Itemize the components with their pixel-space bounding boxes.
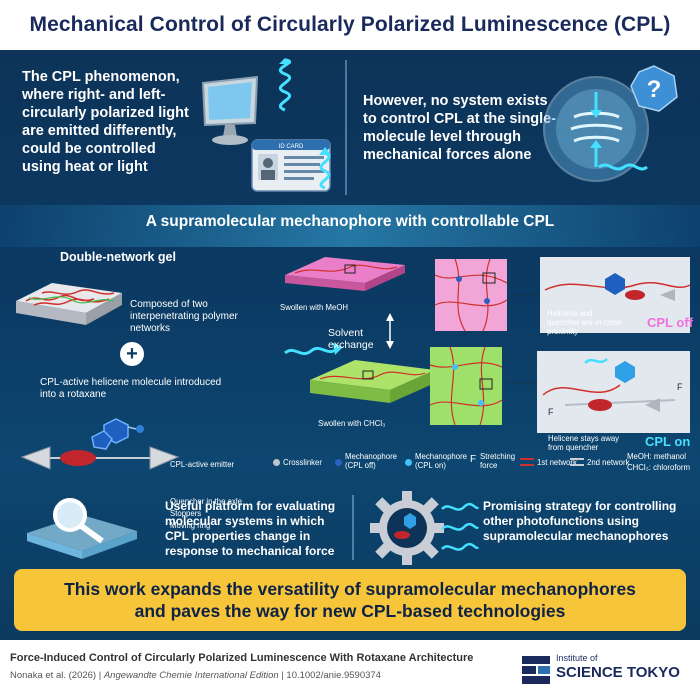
top-right-section: However, no system exists to control CPL… — [349, 50, 700, 200]
id-card-label: ID CARD — [279, 144, 304, 150]
question-mark: ? — [647, 76, 662, 103]
monitor-icon — [201, 75, 259, 145]
institute-logo: Institute of SCIENCE TOKYO — [520, 652, 690, 690]
helix-light-icon — [319, 147, 331, 190]
gel-heading: Double-network gel — [60, 250, 176, 264]
bottom-row: Useful platform for evaluating molecular… — [0, 487, 700, 567]
top-left-section: The CPL phenomenon, where right- and lef… — [0, 50, 345, 200]
force-letter: F — [677, 382, 683, 392]
separator: | — [281, 670, 287, 681]
platform-text: Useful platform for evaluating molecular… — [165, 499, 336, 558]
legend-mechanophore-off: Mechanophore (CPL off) — [345, 452, 398, 470]
legend: Crosslinker Mechanophore (CPL off) Mecha… — [265, 450, 695, 480]
rotaxane-diagram — [20, 418, 180, 470]
cpl-phenomenon-text: The CPL phenomenon, where right- and lef… — [22, 69, 189, 175]
legend-mechanophore-on: Mechanophore (CPL on) — [415, 452, 468, 470]
logo-mark-icon — [522, 656, 550, 684]
helix-light-icon — [441, 502, 480, 551]
question-badge-icon: ? — [630, 65, 678, 112]
rotaxane-text: CPL-active helicene molecule introduced … — [40, 377, 222, 400]
separator: | — [98, 670, 104, 681]
helix-light-icon — [278, 58, 292, 112]
gel-section: Double-network gel Composed of two inter… — [0, 247, 265, 530]
infographic-panel: The CPL phenomenon, where right- and lef… — [0, 50, 700, 640]
journal: Angewandte Chemie International Edition — [103, 670, 279, 681]
legend-crosslinker: Crosslinker — [283, 458, 322, 467]
magnifier-on-box-icon — [27, 498, 137, 559]
swollen-chcl3-label: Swollen with CHCl₃ — [318, 419, 386, 428]
moving-ring-label: Moving ring — [170, 521, 211, 530]
solvent-exchange-label: Solvent exchange — [328, 327, 374, 351]
force-letter: F — [548, 407, 554, 417]
legend-network1: 1st network — [537, 458, 577, 467]
gear-icon — [370, 491, 444, 565]
id-card-icon: ID CARD — [251, 139, 331, 192]
logo-title: SCIENCE TOKYO — [556, 664, 680, 681]
plus-icon: + — [120, 342, 144, 366]
banner-line-2: and paves the way for new CPL-based tech… — [134, 601, 566, 621]
cpl-off-label: CPL off — [647, 315, 693, 330]
cpl-on-label: CPL on — [645, 434, 691, 449]
away-text: Helicene stays away from quencher — [548, 434, 620, 452]
authors: Nonaka et al. (2026) — [10, 670, 97, 681]
footer: Force-Induced Control of Circularly Pola… — [0, 640, 700, 700]
gel-block-icon — [16, 283, 122, 325]
doi: 10.1002/anie.9590374 — [286, 670, 381, 681]
conclusion-banner: This work expands the versatility of sup… — [14, 569, 686, 631]
gel-description: Composed of two interpenetrating polymer… — [130, 299, 238, 334]
paper-title: Force-Induced Control of Circularly Pola… — [10, 652, 474, 664]
citation-line: Nonaka et al. (2026) | Angewandte Chemie… — [10, 670, 381, 681]
crystal-ball-icon — [543, 76, 649, 182]
strategy-text: Promising strategy for controlling other… — [483, 499, 677, 543]
stoppers-label: Stoppers — [170, 509, 202, 518]
quencher-label: Quencher in the axle — [170, 497, 242, 506]
section-title: A supramolecular mechanophore with contr… — [145, 213, 555, 230]
process-diagram: F F — [284, 257, 691, 433]
section-band — [0, 205, 700, 247]
legend-force-symbol: F — [470, 454, 477, 465]
mechanophore-on-icon — [405, 459, 412, 466]
banner-line-1: This work expands the versatility of sup… — [64, 579, 636, 599]
legend-stretching: Stretching force — [480, 452, 516, 470]
first-network-icon — [520, 458, 534, 466]
legend-meoh: MeOH: methanol — [627, 452, 686, 461]
emitter-label: CPL-active emitter — [170, 460, 235, 469]
no-system-text: However, no system exists to control CPL… — [363, 93, 557, 163]
crosslinker-icon — [273, 459, 280, 466]
proximity-text: Helicene and quencher are in close proxi… — [547, 309, 622, 336]
swollen-meoh-label: Swollen with MeOH — [280, 303, 349, 312]
legend-network2: 2nd network — [587, 458, 630, 467]
mechanophore-off-icon — [335, 459, 342, 466]
page-title: Mechanical Control of Circularly Polariz… — [29, 13, 671, 36]
legend-chcl3: CHCl₃: chloroform — [627, 463, 690, 472]
logo-subtitle: Institute of — [556, 653, 598, 663]
second-network-icon — [570, 458, 584, 466]
vertical-divider-bottom — [352, 495, 354, 560]
vertical-divider — [345, 60, 347, 195]
header: Mechanical Control of Circularly Polariz… — [0, 0, 700, 50]
